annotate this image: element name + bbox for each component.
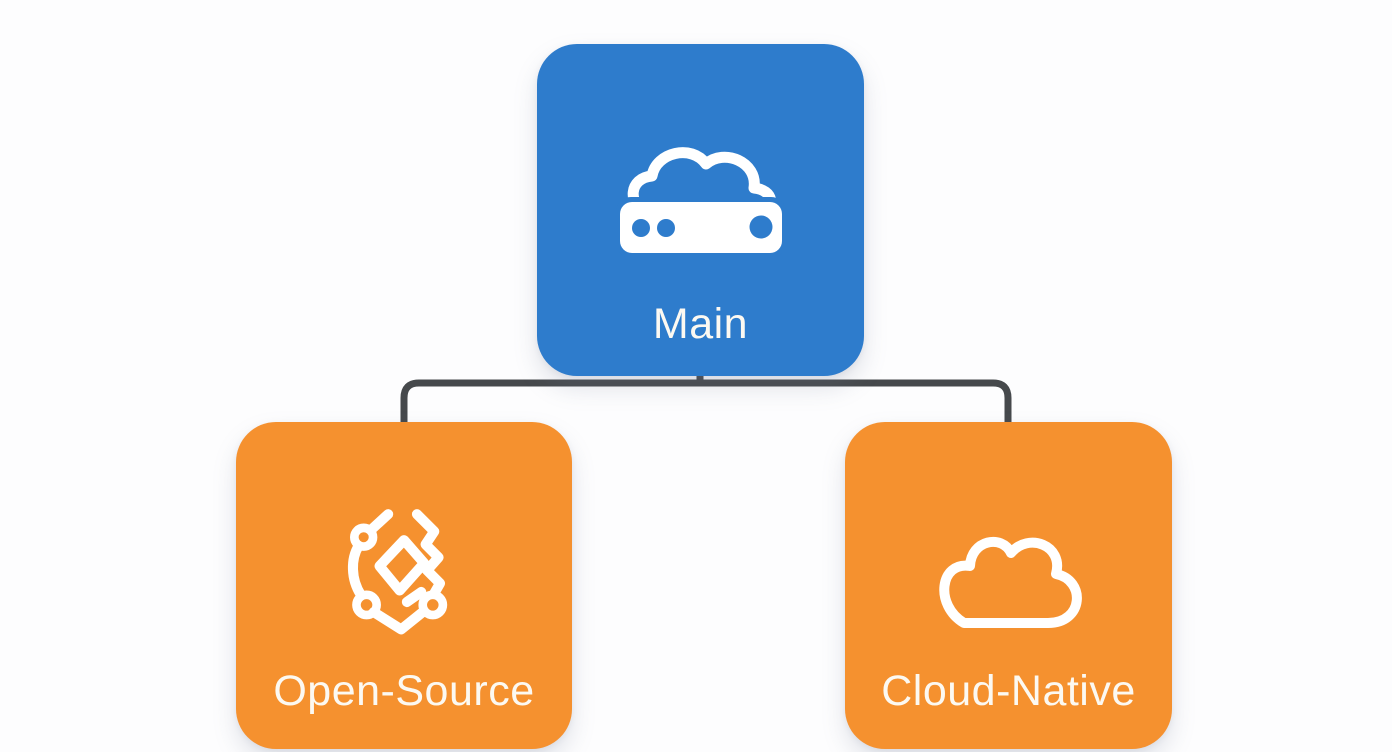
node-cloud-native-label: Cloud-Native [881,667,1136,715]
open-source-icon [347,509,448,635]
node-open-source-label: Open-Source [273,667,535,715]
node-main-label: Main [652,300,749,348]
node-open-source[interactable]: Open-Source [236,422,572,749]
cloud-server-icon [615,147,786,258]
cloud-outline-icon [938,537,1082,628]
node-cloud-native[interactable]: Cloud-Native [845,422,1172,749]
node-main[interactable]: Main [537,44,864,376]
